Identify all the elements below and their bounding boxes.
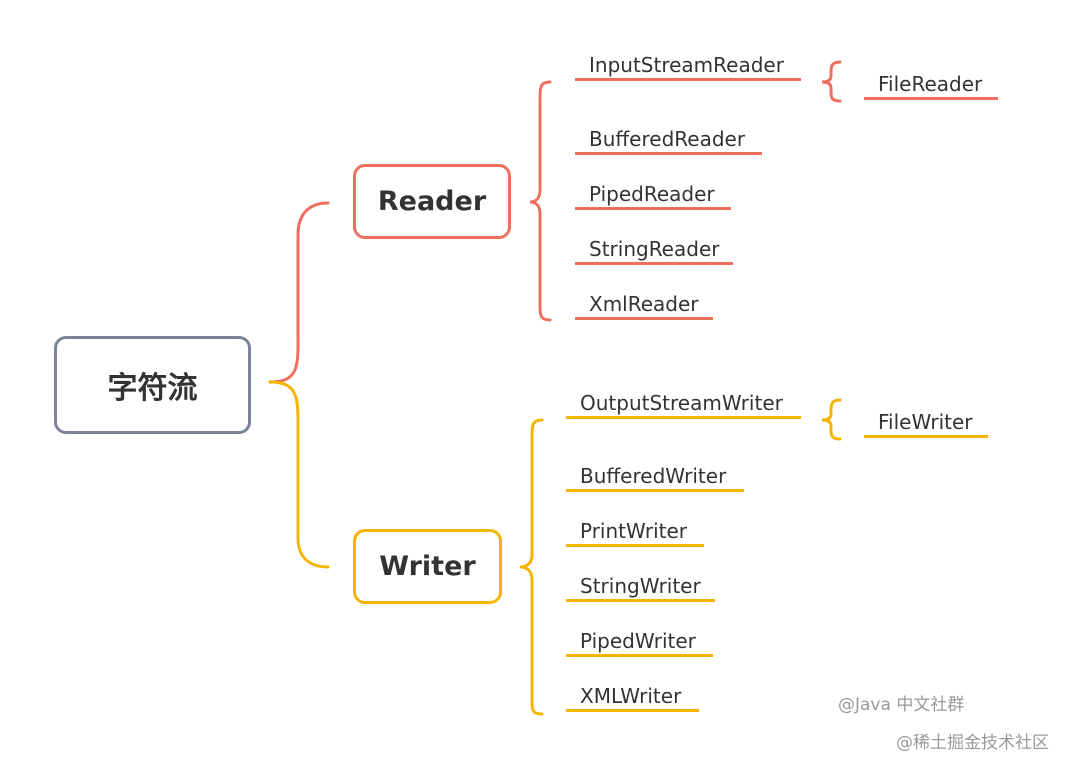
watermark-juejin: @稀土掘金技术社区 <box>896 733 1049 753</box>
reader-child-piped-reader: PipedReader <box>575 181 731 210</box>
writer-child-buffered-writer: BufferedWriter <box>566 463 744 492</box>
reader-child-string-reader: StringReader <box>575 236 733 265</box>
reader-child-input-stream-reader: InputStreamReader <box>575 52 801 81</box>
writer-bracket <box>519 418 544 716</box>
reader-node: Reader <box>353 164 511 239</box>
writer-child-print-writer: PrintWriter <box>566 518 704 547</box>
writer-child-piped-writer: PipedWriter <box>566 628 713 657</box>
writer-child-output-stream-writer: OutputStreamWriter <box>566 390 801 419</box>
writer-node: Writer <box>353 529 502 604</box>
reader-child-xml-reader: XmlReader <box>575 291 713 320</box>
reader-child-buffered-reader: BufferedReader <box>575 126 762 155</box>
watermark-java: @Java 中文社群 <box>838 695 965 715</box>
writer-sub-file-writer: FileWriter <box>864 409 988 438</box>
reader-sub-file-reader: FileReader <box>864 71 998 100</box>
filereader-brace <box>821 60 842 103</box>
reader-bracket <box>529 80 552 322</box>
root-node: 字符流 <box>54 336 251 434</box>
root-reader-connector <box>268 201 330 384</box>
writer-child-xml-writer: XMLWriter <box>566 683 699 712</box>
root-writer-connector <box>268 380 330 569</box>
writer-child-string-writer: StringWriter <box>566 573 715 602</box>
filewriter-brace <box>821 398 842 441</box>
